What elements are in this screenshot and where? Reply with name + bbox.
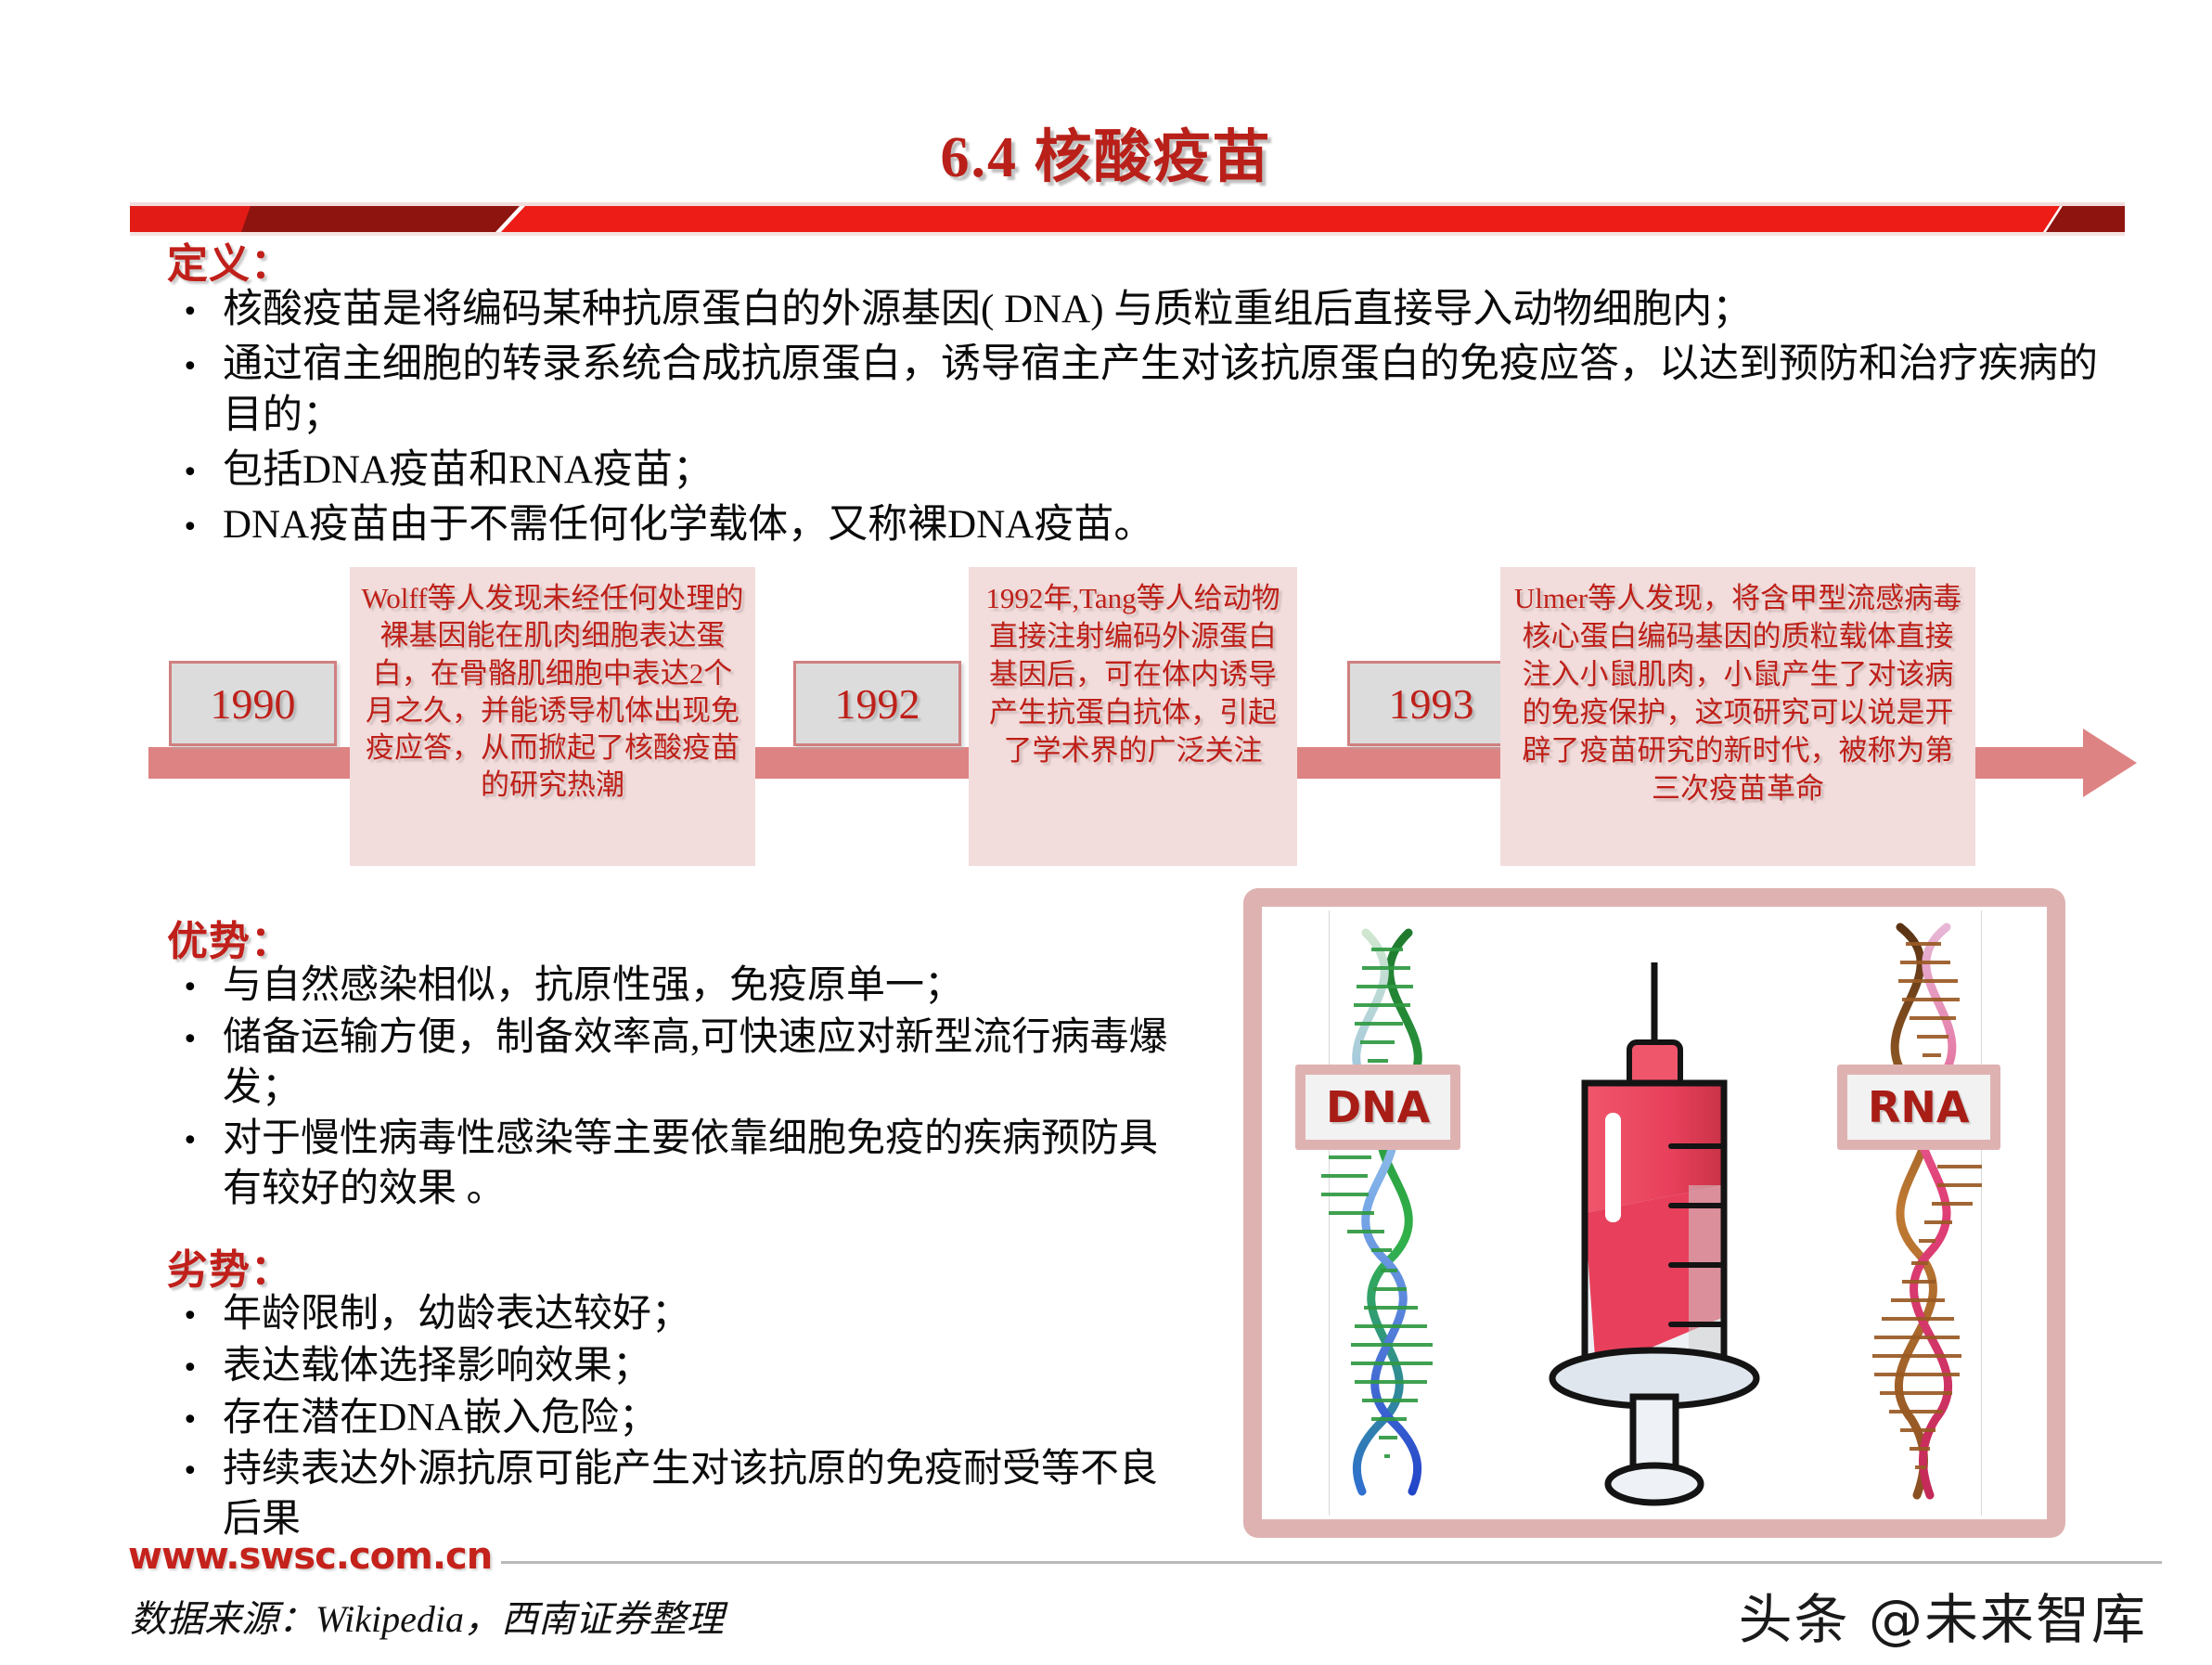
list-item-label: 表达载体选择影响效果； [223,1344,652,1388]
vaccine-figure-panel: DNA RNA [1243,888,2065,1538]
list-item: • 储备运输方便，制备效率高,可快速应对新型流行病毒爆发； [182,1013,1193,1114]
timeline-year-1993: 1993 [1347,661,1515,746]
list-item-label: 通过宿主细胞的转录系统合成抗原蛋白，诱导宿主产生对该抗原蛋白的免疫应答，以达到预… [223,342,2098,438]
dna-helix-icon [1321,928,1433,1496]
list-item: • 核酸疫苗是将编码某种抗原蛋白的外源基因( DNA) 与质粒重组后直接导入动物… [182,284,2112,335]
list-item: • 对于慢性病毒性感染等主要依靠细胞免疫的疾病预防具有较好的效果 。 [182,1115,1193,1215]
figure-guide-line-right [1981,910,1982,1516]
header-bar-segment-4 [2046,206,2125,232]
list-item: • 年龄限制，幼龄表达较好； [182,1290,1193,1340]
advantage-heading: 优势： [167,918,292,965]
bullet-dot-icon: • [182,1300,199,1333]
data-source-label: 数据来源：Wikipedia，西南证券整理 [130,1598,724,1640]
timeline-arrow-icon [2083,729,2137,797]
list-item: • DNA疫苗由于不需任何化学载体，又称裸DNA疫苗。 [182,499,2112,550]
list-item-label: 对于慢性病毒性感染等主要依靠细胞免疫的疾病预防具有较好的效果 。 [223,1117,1159,1210]
bullet-dot-icon: • [182,1023,199,1056]
list-item: • 持续表达外源抗原可能产生对该抗原的免疫耐受等不良后果 [182,1445,1193,1545]
bullet-dot-icon: • [182,972,199,1004]
header-bar-highlight-top [130,202,2125,206]
dna-label-tag: DNA [1295,1065,1461,1150]
list-item: • 包括DNA疫苗和RNA疫苗； [182,445,2112,496]
bullet-dot-icon: • [182,1455,199,1489]
list-item: • 通过宿主细胞的转录系统合成抗原蛋白，诱导宿主产生对该抗原蛋白的免疫应答，以达… [182,339,2112,441]
bullet-dot-icon: • [182,1351,199,1385]
list-item-label: 与自然感染相似，抗原性强，免疫原单一； [223,964,964,1007]
list-item-label: 包括DNA疫苗和RNA疫苗； [223,448,713,493]
list-item-label: 持续表达外源抗原可能产生对该抗原的免疫耐受等不良后果 [223,1448,1159,1541]
figure-illustration [1321,923,1982,1506]
timeline-card-1990: Wolff等人发现未经任何处理的裸基因能在肌肉细胞表达蛋白，在骨骼肌细胞中表达2… [350,567,755,866]
disadvantage-heading: 劣势： [167,1246,292,1294]
advantage-bullet-list: • 与自然感染相似，抗原性强，免疫原单一； • 储备运输方便，制备效率高,可快速… [182,962,1193,1217]
watermark-label: 头条 @未来智库 [1738,1588,2147,1651]
list-item: • 表达载体选择影响效果； [182,1342,1193,1392]
list-item-label: 存在潜在DNA嵌入危险； [223,1396,658,1439]
definition-bullet-list: • 核酸疫苗是将编码某种抗原蛋白的外源基因( DNA) 与质粒重组后直接导入动物… [182,284,2112,554]
timeline-year-1990: 1990 [169,661,337,746]
definition-heading: 定义： [167,240,292,288]
bullet-dot-icon: • [182,1403,199,1437]
dna-label-text: DNA [1305,1075,1451,1140]
list-item: • 与自然感染相似，抗原性强，免疫原单一； [182,962,1193,1012]
disadvantage-bullet-list: • 年龄限制，幼龄表达较好； • 表达载体选择影响效果； • 存在潜在DNA嵌入… [182,1290,1193,1547]
list-item-label: DNA疫苗由于不需任何化学载体，又称裸DNA疫苗。 [223,503,1154,548]
syringe-icon [1549,962,1760,1506]
header-bar-segment-3 [501,206,2060,232]
figure-canvas: DNA RNA [1262,907,2047,1519]
bullet-dot-icon: • [182,511,199,545]
bullet-dot-icon: • [182,351,199,384]
rna-helix-icon [1872,923,1982,1500]
swsc-website-label: www.swsc.com.cn [128,1535,493,1578]
bullet-dot-icon: • [182,1125,199,1158]
list-item-label: 核酸疫苗是将编码某种抗原蛋白的外源基因( DNA) 与质粒重组后直接导入动物细胞… [223,288,1753,331]
list-item-label: 储备运输方便，制备效率高,可快速应对新型流行病毒爆发； [223,1015,1168,1109]
header-accent-bar [130,202,2125,236]
header-bar-highlight-bottom [130,232,2125,236]
rna-label-tag: RNA [1837,1065,2000,1150]
header-bar-segment-2 [241,206,520,232]
timeline-year-1992: 1992 [793,661,961,746]
bullet-dot-icon: • [182,296,199,329]
list-item: • 存在潜在DNA嵌入危险； [182,1394,1193,1444]
timeline-card-1993: Ulmer等人发现，将含甲型流感病毒核心蛋白编码基因的质粒载体直接注入小鼠肌肉，… [1500,567,1975,866]
bullet-dot-icon: • [182,457,199,490]
timeline-card-1992: 1992年,Tang等人给动物直接注射编码外源蛋白基因后，可在体内诱导产生抗蛋白… [969,567,1297,866]
list-item-label: 年龄限制，幼龄表达较好； [223,1293,691,1336]
footer-divider [501,1561,2162,1564]
header-bar-segment-1 [130,206,260,232]
page-title: 6.4 核酸疫苗 [940,126,1272,189]
rna-label-text: RNA [1847,1075,1990,1140]
